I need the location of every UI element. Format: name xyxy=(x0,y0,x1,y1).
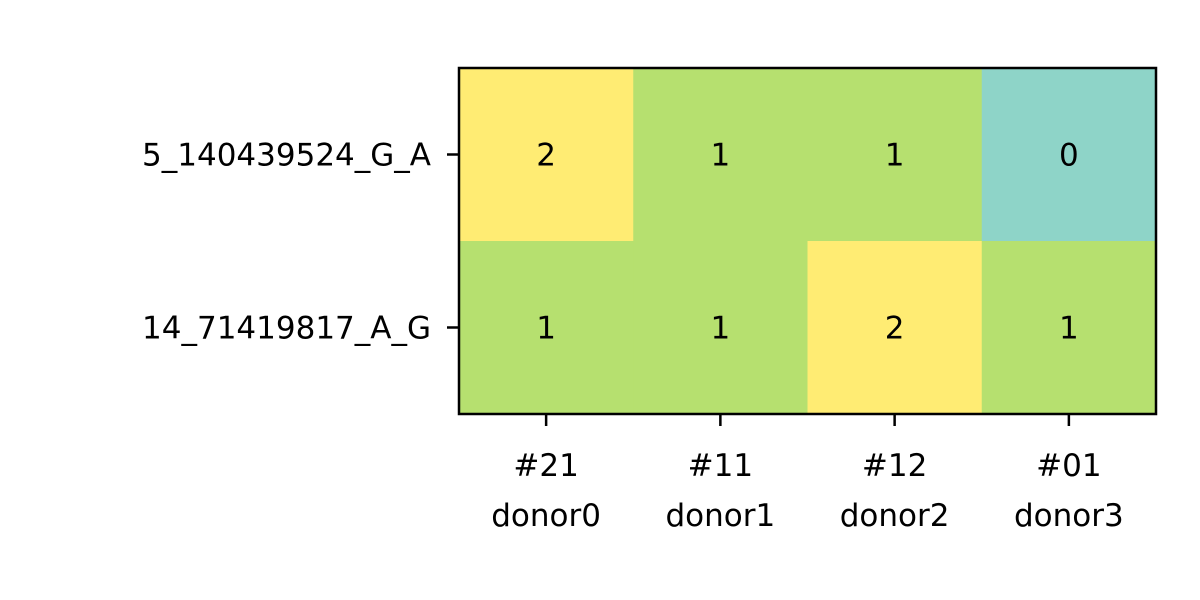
heatmap-cell xyxy=(981,68,1157,242)
heatmap-cell xyxy=(807,241,983,415)
cell-value-label: 1 xyxy=(711,138,731,174)
heatmap-cell xyxy=(633,241,808,415)
heatmap-cell xyxy=(807,68,983,242)
cell-value-label: 1 xyxy=(885,138,905,174)
x-tick-label-line1: #11 xyxy=(688,448,753,484)
cell-value-label: 1 xyxy=(1059,311,1079,347)
x-tick-label-line2: donor1 xyxy=(666,498,776,534)
heatmap-cell xyxy=(459,241,634,415)
x-tick-label-line2: donor3 xyxy=(1014,498,1124,534)
plot-frame xyxy=(457,66,1158,416)
x-tick-label-line1: #12 xyxy=(862,448,927,484)
x-tick-label-line2: donor2 xyxy=(840,498,950,534)
heatmap-cell xyxy=(981,241,1157,415)
y-axis: 5_140439524_G_A 14_71419817_A_G xyxy=(142,138,459,347)
cell-value-label: 1 xyxy=(536,311,556,347)
cell-value-label: 1 xyxy=(711,311,731,347)
cells-layer xyxy=(459,68,1157,415)
cell-value-label: 2 xyxy=(885,311,905,347)
x-axis: #21 donor0 #11 donor1 #12 donor2 #01 donor3 xyxy=(491,414,1124,534)
x-tick-label-line2: donor0 xyxy=(491,498,601,534)
y-tick-label: 5_140439524_G_A xyxy=(142,138,431,174)
x-tick-label-line1: #21 xyxy=(513,448,578,484)
cell-value-label: 0 xyxy=(1059,138,1079,174)
heatmap-cell xyxy=(459,68,634,242)
x-tick-label-line1: #01 xyxy=(1036,448,1101,484)
y-tick-label: 14_71419817_A_G xyxy=(142,311,431,347)
cell-value-label: 2 xyxy=(536,138,556,174)
cell-labels-layer: 2 1 1 0 1 1 2 1 xyxy=(536,138,1078,347)
heatmap-cell xyxy=(633,68,808,242)
